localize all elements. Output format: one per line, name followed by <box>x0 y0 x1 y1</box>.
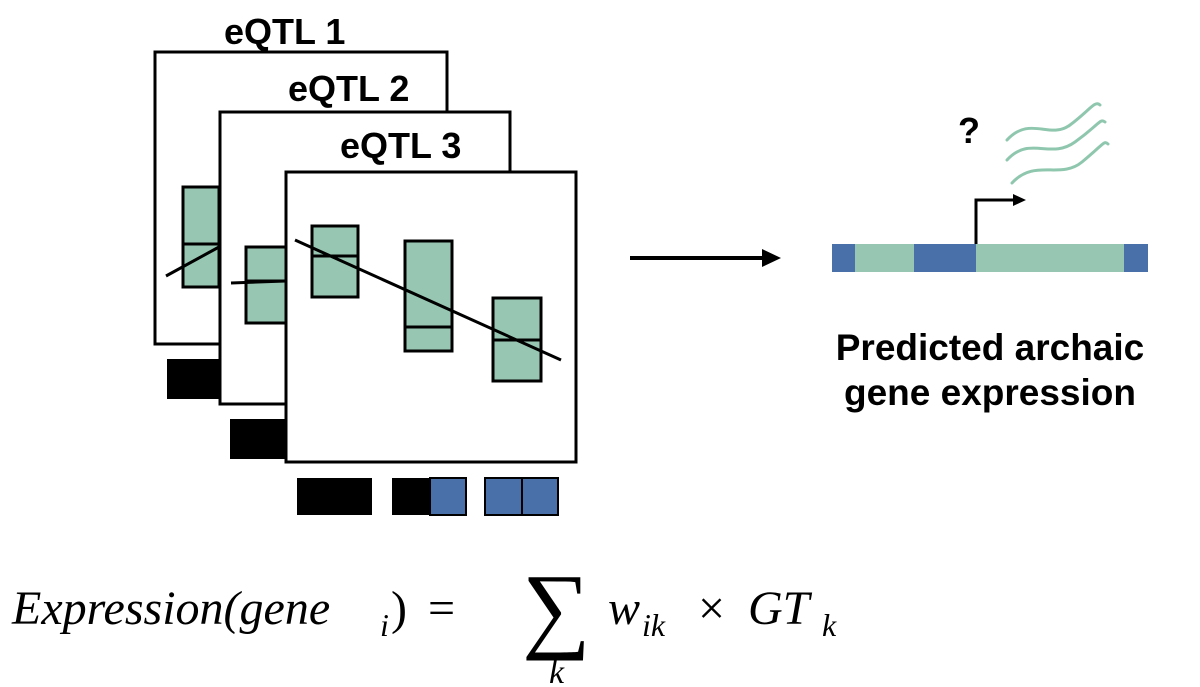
panel-3-regression-line <box>294 238 562 362</box>
prediction-arrow <box>630 249 781 267</box>
panel-3-title: eQTL 3 <box>340 125 461 166</box>
gene-segment-modern-0 <box>855 244 914 272</box>
panel-2-box <box>244 245 288 325</box>
formula-sum-index: k <box>549 654 565 687</box>
genotype-0-box <box>310 224 360 299</box>
panel-2-genotype-block <box>230 419 286 459</box>
gene-segment-archaic-2 <box>914 244 976 272</box>
eqtl-panel-3: eQTL 3 <box>220 110 578 464</box>
rna-transcripts-icon <box>1005 102 1110 185</box>
transcription-start-arrow-icon <box>974 194 1026 244</box>
gene-model <box>832 244 1148 272</box>
genotype-legend <box>297 477 559 516</box>
formula-genotype: GT <box>748 582 813 635</box>
genotype-1-box <box>403 239 454 353</box>
panel-2-title: eQTL 2 <box>288 68 409 109</box>
panel-1-box <box>181 185 221 289</box>
gene-segment-archaic-3 <box>1124 244 1148 272</box>
question-mark: ? <box>958 110 980 151</box>
panel-3-tab-outline <box>220 110 512 172</box>
caption-line-1: Predicted archaic <box>836 327 1144 368</box>
prediction-formula: Expression(gene i ) = ∑ k w ik × GT k <box>11 554 837 687</box>
panel-1-genotype-block <box>167 359 220 399</box>
formula-lhs-subscript: i <box>380 607 389 643</box>
panel-2-regression-line <box>230 279 287 285</box>
genotype-heterozygous <box>392 477 467 516</box>
formula-lhs: Expression(gene <box>11 582 330 635</box>
formula-weight-subscript: ik <box>642 607 666 643</box>
gene-segment-modern-2 <box>976 244 1124 272</box>
formula-equals: = <box>428 582 455 635</box>
panel-1-regression-line <box>165 245 220 278</box>
genotype-homozygous-archaic <box>484 477 559 516</box>
panel-2-tab: eQTL 2 <box>155 50 449 112</box>
formula-weight: w <box>608 582 640 635</box>
formula-times: × <box>698 582 725 635</box>
panel-1-title: eQTL 1 <box>224 11 345 52</box>
formula-lhs-close: ) <box>391 582 407 635</box>
formula-sum-symbol: ∑ <box>522 554 590 661</box>
caption-line-2: gene expression <box>844 372 1136 413</box>
panel-1-tab: eQTL 1 <box>155 0 385 52</box>
genotype-homozygous-modern <box>297 478 372 515</box>
formula-genotype-subscript: k <box>822 607 837 643</box>
